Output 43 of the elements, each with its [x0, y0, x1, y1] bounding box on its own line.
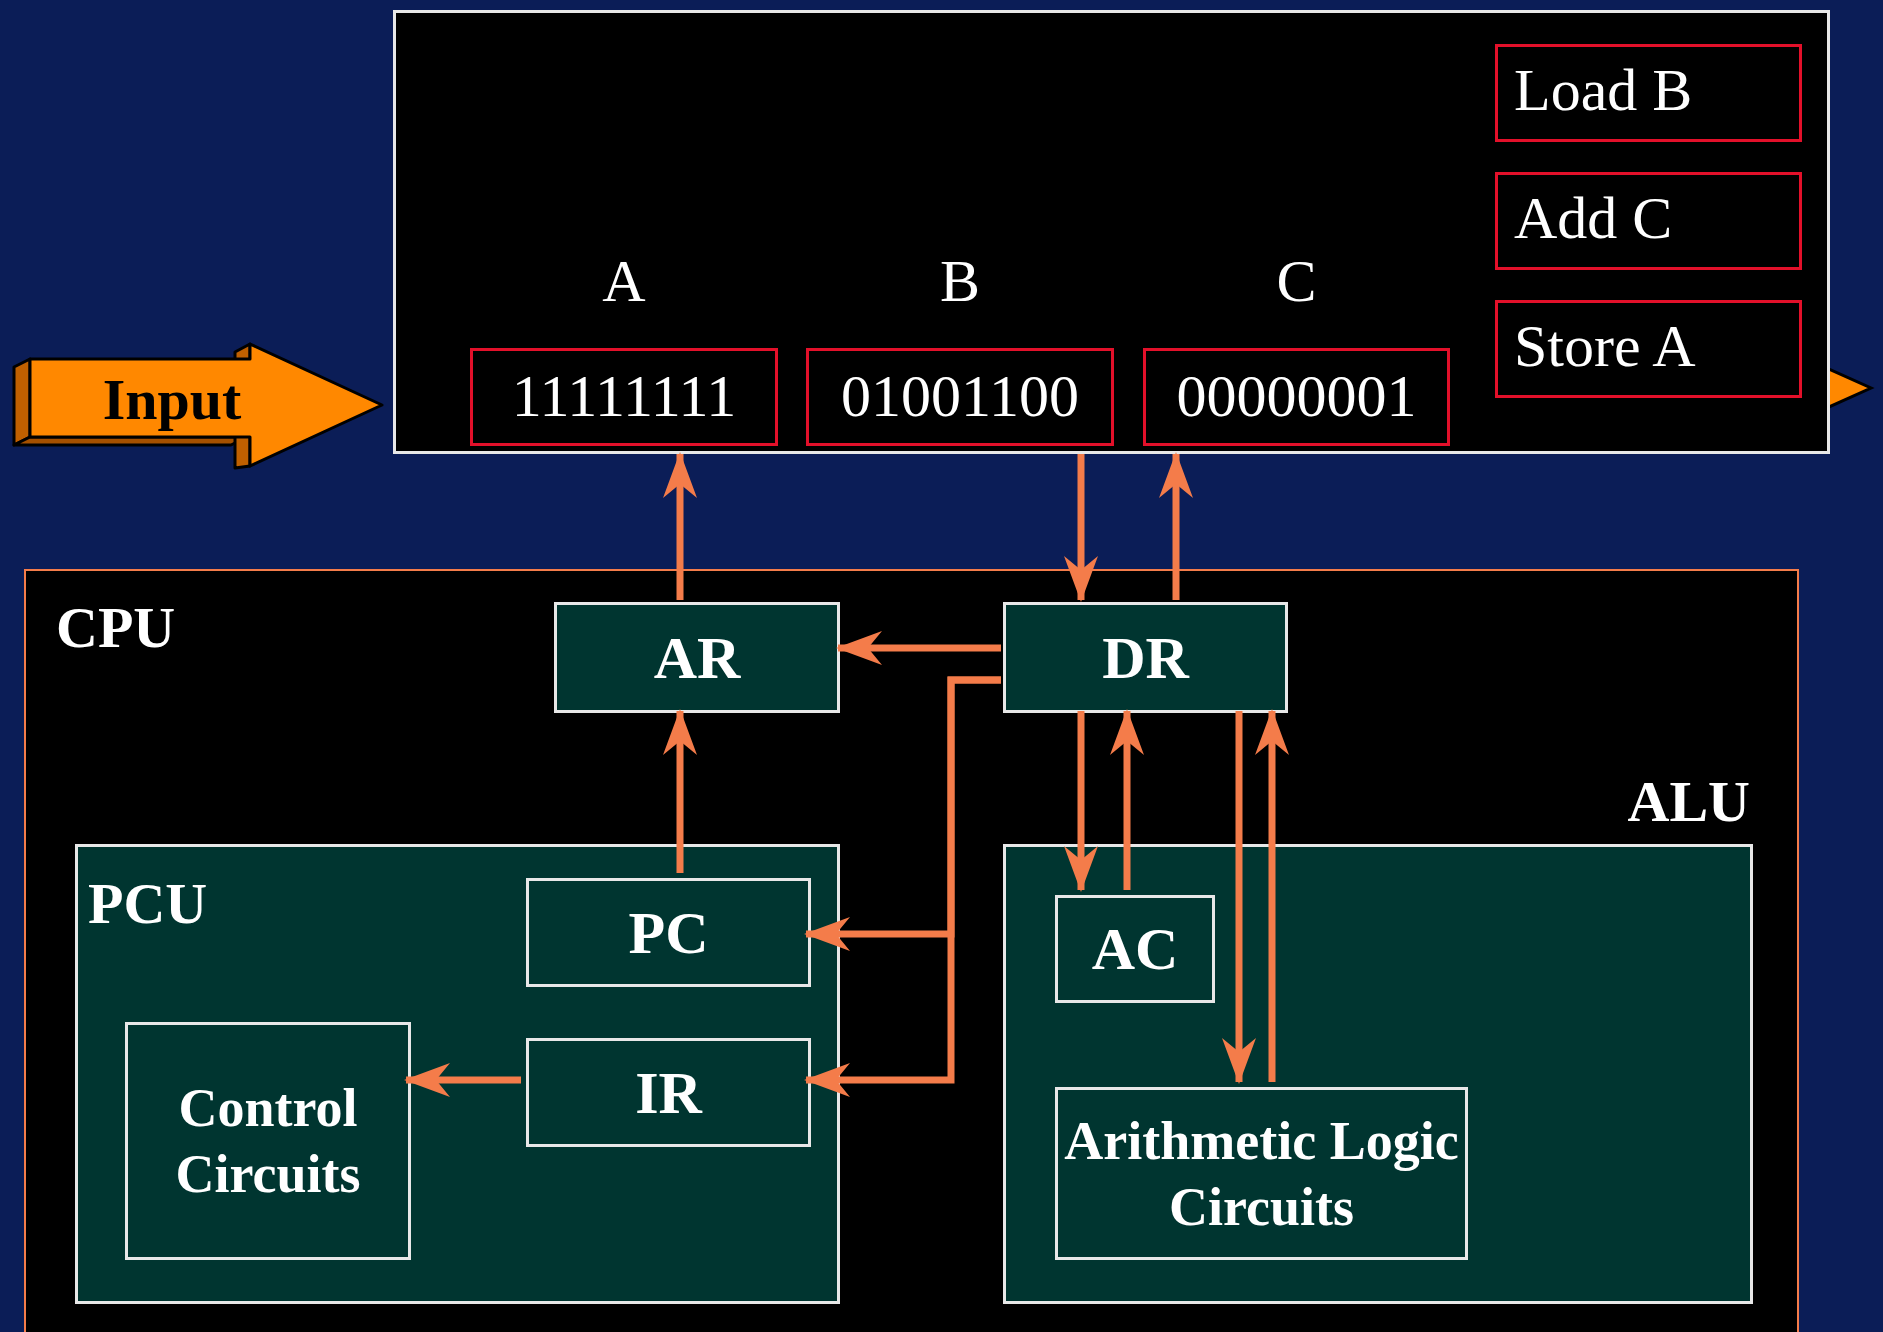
arrow [663, 709, 697, 873]
address-label: A [601, 247, 647, 316]
instruction-text: Add C [1514, 184, 1673, 253]
cpu-panel [24, 569, 1799, 1332]
address-label: C [1275, 247, 1318, 316]
address-label: B [939, 247, 981, 316]
arrow [1064, 711, 1098, 892]
register-label: AR [652, 623, 742, 693]
register-box [1003, 602, 1288, 713]
register-label: DR [1101, 623, 1191, 693]
register-box [1055, 895, 1215, 1003]
arrow [663, 452, 697, 600]
instruction-text: Load B [1514, 56, 1693, 125]
unit-title: CPU [56, 594, 176, 662]
arrow [1064, 454, 1098, 602]
arrow [836, 631, 1001, 665]
circuit-box [125, 1022, 411, 1260]
register-box [554, 602, 840, 713]
memory-panel [393, 10, 1830, 454]
memory-value: 00000001 [1175, 362, 1418, 431]
arrow [1159, 452, 1193, 600]
instruction-text: Store A [1514, 312, 1696, 381]
register-box [526, 878, 811, 987]
register-box [526, 1038, 811, 1147]
register-label: PC [627, 898, 710, 968]
unit-box [75, 844, 840, 1304]
memory-value: 01001100 [840, 362, 1080, 431]
circuit-box [1055, 1087, 1468, 1260]
register-label: IR [634, 1058, 704, 1128]
arrow [1110, 709, 1144, 890]
arrow [1255, 709, 1289, 1082]
memory-value: 11111111 [510, 362, 738, 431]
instruction-box [1495, 300, 1802, 398]
circuit-label: Arithmetic Logic Circuits [1063, 1109, 1460, 1239]
register-label: AC [1090, 915, 1180, 984]
unit-title: ALU [1627, 768, 1750, 836]
arrow [804, 676, 1001, 1097]
instruction-box [1495, 44, 1802, 142]
circuit-label: Control Circuits [174, 1077, 362, 1206]
arrow [1222, 711, 1256, 1084]
arrow-label: Input [101, 366, 243, 434]
instruction-box [1495, 172, 1802, 270]
unit-title: PCU [88, 870, 208, 938]
